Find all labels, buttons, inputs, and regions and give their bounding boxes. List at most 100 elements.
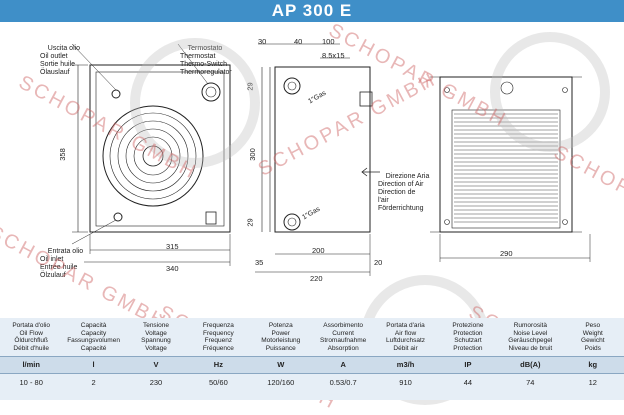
spec-header-line: Assorbimento xyxy=(323,322,364,329)
spec-header-line: Frequenza xyxy=(202,322,234,329)
dim-29-bottom: 29 xyxy=(245,218,255,227)
spec-header-line: Potenza xyxy=(268,322,293,329)
spec-value-cell: 12 xyxy=(588,378,597,388)
spec-value-cell: 2 xyxy=(91,378,96,388)
header-bar xyxy=(0,0,624,22)
dim-358: 358 xyxy=(57,148,67,161)
spec-value-cell: 74 xyxy=(526,378,535,388)
spec-header-line: Geräuschpegel xyxy=(508,337,553,344)
dim-340: 340 xyxy=(166,264,179,273)
spec-header-line: Fassungsvolumen xyxy=(67,337,120,344)
spec-unit-cell: l/min xyxy=(0,356,63,374)
dim-315: 315 xyxy=(166,242,179,251)
dim-300: 300 xyxy=(247,148,257,161)
spec-header-line: Capacità xyxy=(80,322,107,329)
oil-inlet-port xyxy=(113,212,123,222)
spec-header-line: Weight xyxy=(582,329,603,337)
side-port-top xyxy=(283,77,301,95)
spec-header-line: Motorleistung xyxy=(261,337,301,344)
dim-200: 200 xyxy=(312,246,325,255)
dim-290: 290 xyxy=(500,249,513,258)
spec-header-line: Voltage xyxy=(145,329,167,337)
spec-value-cell: 44 xyxy=(463,378,473,388)
spec-header-line: Stromaufnahme xyxy=(320,337,367,344)
spec-header-line: Protezione xyxy=(452,322,484,329)
spec-header-line: Noise Level xyxy=(513,329,548,337)
spec-value-cell: 230 xyxy=(149,378,163,388)
spec-value-cell: 0.53/0.7 xyxy=(329,378,357,388)
spec-header-line: Peso xyxy=(585,322,601,329)
spec-header-line: Capacité xyxy=(80,344,107,352)
spec-header-line: Öldurchfluß xyxy=(14,337,48,344)
spec-header-line: Voltage xyxy=(145,344,167,352)
spec-unit-cell: A xyxy=(311,356,375,374)
spec-value-cell: 10 - 80 xyxy=(19,378,43,388)
spec-header-line: Air flow xyxy=(394,329,417,337)
spec-header-line: Puissance xyxy=(265,344,296,352)
spec-header-line: Protection xyxy=(453,329,483,337)
spec-header-line: Schutzart xyxy=(454,337,482,344)
spec-value-cell: 50/60 xyxy=(208,378,228,388)
spec-header-line: Current xyxy=(332,329,354,337)
spec-header-line: Portata d'aria xyxy=(386,322,425,329)
spec-header-line: Poids xyxy=(584,344,601,352)
spec-value-cell: 120/160 xyxy=(267,378,295,388)
spec-header-line: Protection xyxy=(453,344,483,352)
spec-value-cell: 910 xyxy=(399,378,412,388)
spec-header-line: Frequenz xyxy=(204,337,233,344)
dim-100: 100 xyxy=(322,37,335,46)
spec-header-line: Absorption xyxy=(327,344,359,352)
spec-unit-cell: dB(A) xyxy=(499,356,562,374)
spec-unit-cell: Hz xyxy=(187,356,250,374)
model-title: AP 300 E xyxy=(271,1,353,20)
spec-header-line: Débit air xyxy=(393,344,418,352)
spec-unit-cell: l xyxy=(62,356,125,374)
spec-header-line: Tensione xyxy=(142,322,169,329)
spec-unit-cell: W xyxy=(249,356,312,374)
spec-header-line: Gewicht xyxy=(581,337,605,344)
spec-header-line: Capacity xyxy=(80,329,107,337)
spec-unit-cell: V xyxy=(124,356,188,374)
spec-unit-cell: kg xyxy=(561,356,624,374)
spec-unit-cell: IP xyxy=(436,356,500,374)
spec-header-line: Oil Flow xyxy=(19,329,43,337)
watermark-ring xyxy=(490,32,610,152)
dim-30: 30 xyxy=(258,37,267,46)
dim-slot: 8.5x15 xyxy=(322,51,345,60)
spec-header-line: Spannung xyxy=(141,337,171,344)
oil-outlet-port xyxy=(111,89,121,99)
spec-header-line: Frequency xyxy=(203,329,234,337)
spec-header-line: Rumorosità xyxy=(513,322,547,329)
dim-40: 40 xyxy=(294,37,303,46)
spec-header-line: Débit d'huile xyxy=(13,344,49,352)
spec-unit-cell: m3/h xyxy=(374,356,437,374)
side-view-frame xyxy=(274,66,371,233)
dim-20: 20 xyxy=(374,258,383,267)
spec-header-line: Luftdurchsatz xyxy=(386,337,426,344)
spec-header-line: Portata d'olio xyxy=(12,322,51,329)
spec-header-line: Power xyxy=(271,329,290,337)
spec-header-line: Niveau de bruit xyxy=(508,344,553,352)
dim-220: 220 xyxy=(310,274,323,283)
spec-header-line: Fréquence xyxy=(202,344,234,352)
specs-values-row: 10 - 80 2 230 50/60 120/160 0.53/0.7 910 44 74 12 xyxy=(0,374,624,393)
dim-35: 35 xyxy=(255,258,264,267)
watermark-ring xyxy=(130,38,260,168)
